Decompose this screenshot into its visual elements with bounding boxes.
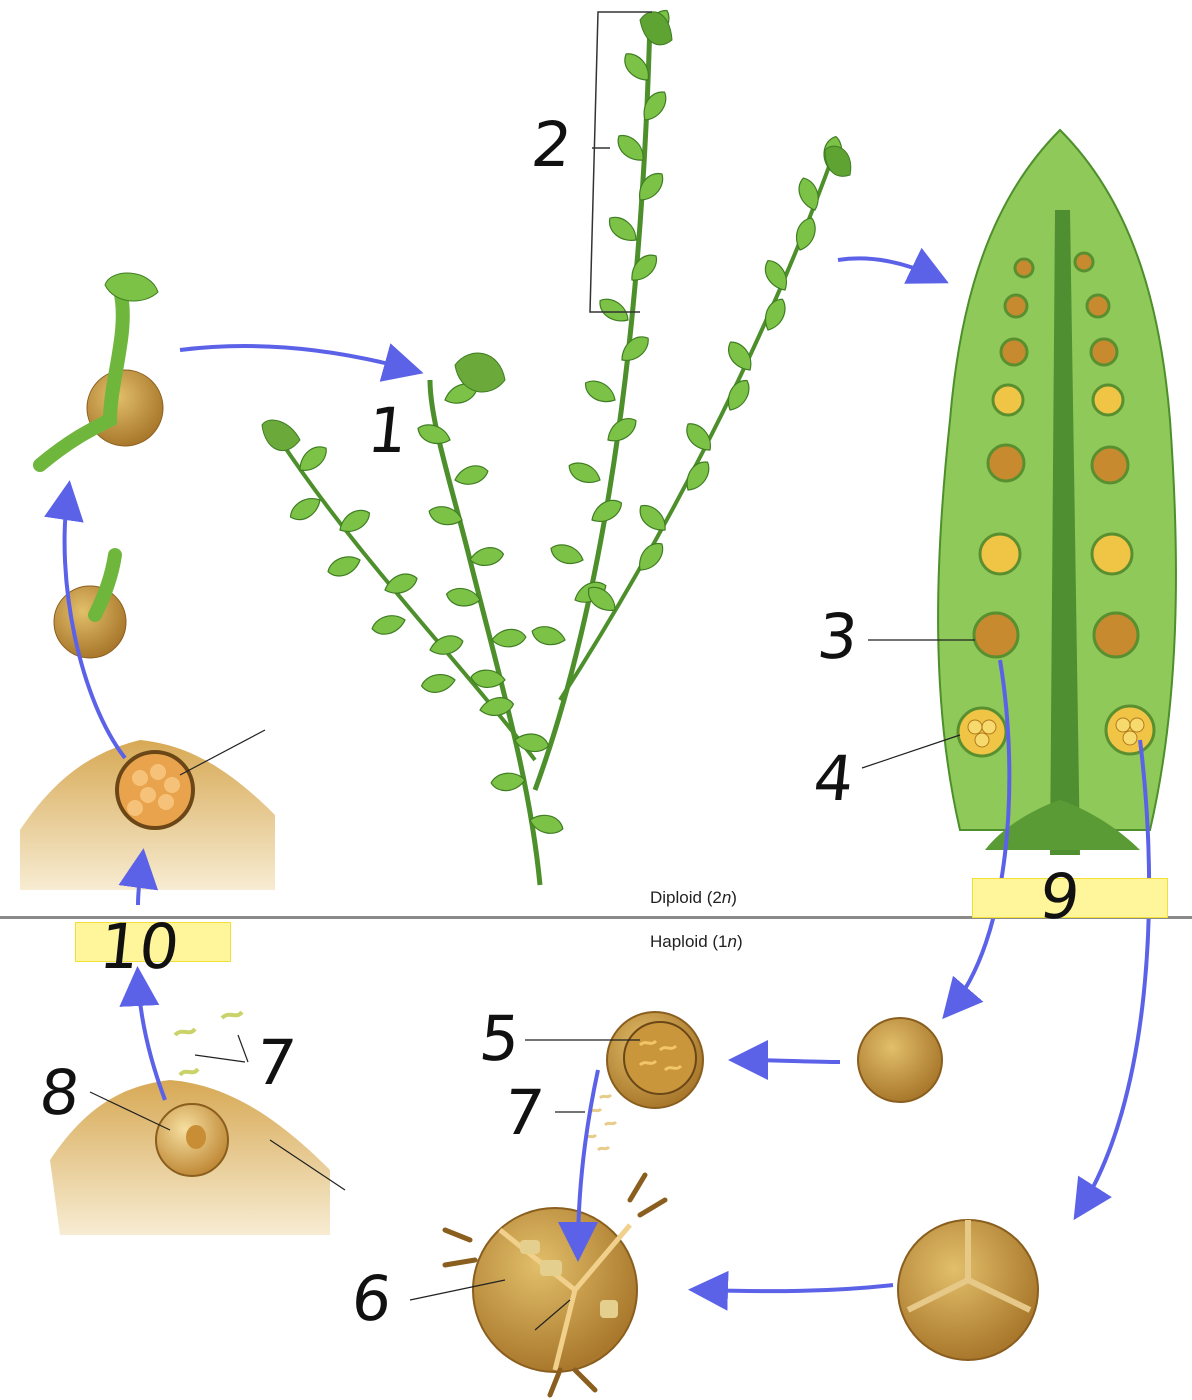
label-10: 10 xyxy=(97,916,182,978)
megaspore xyxy=(898,1220,1038,1360)
diploid-zone-label: Diploid (2n) xyxy=(650,888,737,908)
microspore xyxy=(858,1018,942,1102)
megagametophyte xyxy=(410,1175,665,1395)
embryo-in-gametophyte xyxy=(20,730,275,890)
label-9: 9 xyxy=(1037,866,1083,928)
archegonium-with-egg xyxy=(50,1012,345,1235)
young-sporophyte-stage xyxy=(40,273,163,658)
label-2: 2 xyxy=(529,114,575,176)
label-8: 8 xyxy=(37,1062,83,1124)
microgametophyte xyxy=(525,1012,703,1108)
label-7-sperm: 7 xyxy=(501,1082,547,1144)
label-7-archegonium: 7 xyxy=(253,1032,299,1094)
label-1: 1 xyxy=(365,400,411,462)
haploid-zone-label: Haploid (1n) xyxy=(650,932,743,952)
label-5: 5 xyxy=(477,1008,523,1070)
label-6: 6 xyxy=(349,1268,395,1330)
label-3: 3 xyxy=(815,606,861,668)
label-4: 4 xyxy=(811,748,857,810)
